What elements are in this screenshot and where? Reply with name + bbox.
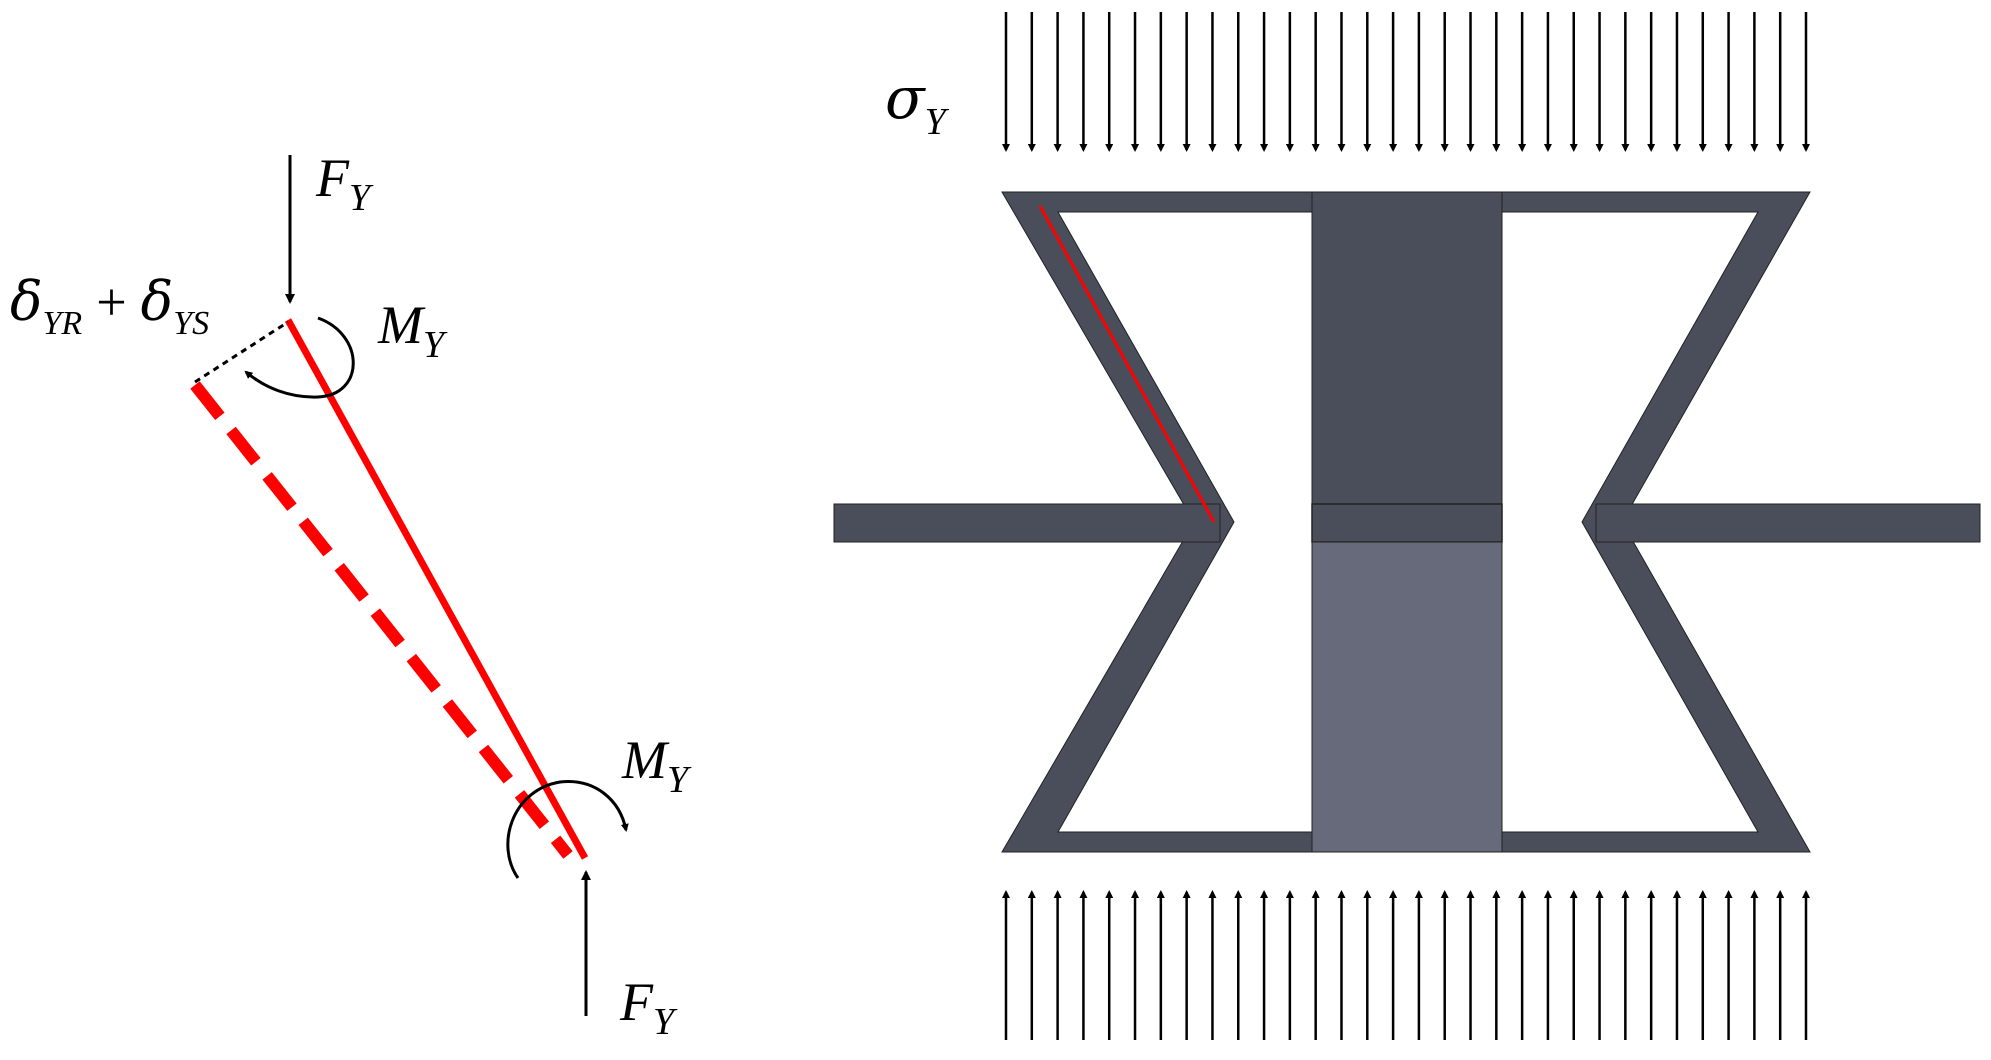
bottom-stress-arrows: [1002, 890, 1810, 1040]
top-moment-label: MY: [377, 295, 448, 366]
reentrant-cell-diagram: σY: [833, 12, 1981, 1040]
core-middle-band: [1311, 503, 1503, 543]
strut-solid: [284, 318, 589, 860]
strut-free-body-diagram: FY FY MY MY δYR+δYS: [10, 148, 692, 1043]
top-stress-arrows: [1002, 12, 1810, 152]
top-moment-arc-icon: [244, 316, 355, 399]
right-side-beam: [1595, 503, 1981, 543]
deflection-label: δYR+δYS: [10, 270, 209, 342]
stress-label: σY: [885, 64, 950, 143]
core-upper-block: [1311, 191, 1503, 505]
bottom-moment-arc-icon: [506, 780, 629, 879]
deflection-dotted-line: [194, 320, 289, 384]
bottom-force-label: FY: [619, 972, 678, 1043]
core-lower-block: [1311, 541, 1503, 853]
left-side-beam: [833, 503, 1221, 543]
left-reentrant-wall: [1001, 191, 1313, 853]
deformed-strut-dashed: [190, 381, 573, 859]
right-reentrant-wall: [1501, 191, 1811, 853]
highlighted-strut: [1038, 205, 1216, 523]
bottom-moment-label: MY: [621, 730, 692, 801]
top-force-label: FY: [315, 148, 374, 219]
